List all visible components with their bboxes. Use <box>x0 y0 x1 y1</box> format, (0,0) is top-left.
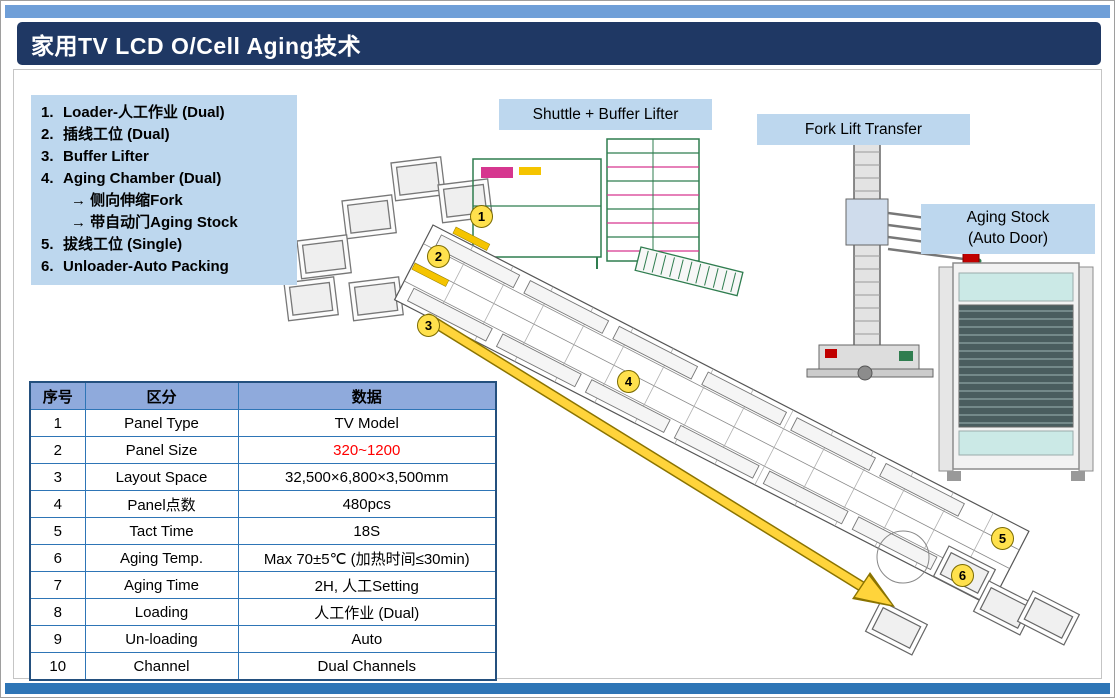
step-marker-1: 1 <box>470 205 493 228</box>
top-accent-strip <box>5 5 1110 18</box>
row-no: 1 <box>29 409 86 437</box>
bottom-accent-strip <box>5 683 1110 694</box>
step-marker-2: 2 <box>427 245 450 268</box>
row-category: Panel点数 <box>84 490 239 518</box>
row-no: 6 <box>29 544 86 572</box>
aging-stock-drawing <box>938 250 1094 481</box>
step-marker-6: 6 <box>951 564 974 587</box>
legend-item-label: 插线工位 (Dual) <box>63 126 170 144</box>
page-title: 家用TV LCD O/Cell Aging技术 <box>31 32 362 59</box>
header-no: 序号 <box>29 381 86 410</box>
legend-item-label: 拔线工位 (Single) <box>63 236 183 254</box>
header-value: 数据 <box>237 381 497 410</box>
row-value: TV Model <box>237 409 497 437</box>
row-category: Aging Time <box>84 571 239 599</box>
unloader-panel-drawings <box>864 545 1081 656</box>
shuttle-buffer-lifter-drawing <box>472 138 744 297</box>
row-value: 2H, 人工Setting <box>237 571 497 599</box>
row-category: Channel <box>84 652 239 681</box>
label-shuttle-buffer-lifter: Shuttle + Buffer Lifter <box>499 99 712 130</box>
row-category: Panel Type <box>84 409 239 437</box>
row-no: 10 <box>29 652 86 681</box>
row-value: 480pcs <box>237 490 497 518</box>
header-category: 区分 <box>84 381 239 410</box>
row-category: Panel Size <box>84 436 239 464</box>
row-category: Loading <box>84 598 239 626</box>
row-value: 人工作业 (Dual) <box>237 598 497 626</box>
flow-arrow <box>423 313 895 607</box>
row-value: Auto <box>237 625 497 653</box>
content-frame <box>13 69 1102 679</box>
label-fork-lift-transfer: Fork Lift Transfer <box>757 114 970 145</box>
legend-sub-item: → 带自动门Aging Stock <box>71 214 238 232</box>
legend-item: 3. Buffer Lifter <box>41 146 287 168</box>
row-no: 4 <box>29 490 86 518</box>
legend-item-number: 6. <box>41 258 54 276</box>
row-no: 9 <box>29 625 86 653</box>
label-aging-stock-line1: Aging Stock <box>966 209 1050 227</box>
row-value: 18S <box>237 517 497 545</box>
title-bar: 家用TV LCD O/Cell Aging技术 <box>17 22 1101 65</box>
legend-item-number: 1. <box>41 104 54 121</box>
legend-box: 1. Loader-人工作业 (Dual) 2. 插线工位 (Dual) 3. Buf… <box>31 95 297 286</box>
legend-item: 1. Loader-人工作业 (Dual) <box>41 102 287 124</box>
legend-item: 5. 拔线工位 (Single) <box>41 234 287 256</box>
legend-item-number: 5. <box>41 236 54 254</box>
row-no: 3 <box>29 463 86 491</box>
table-header-row: 序号 区分 数据 <box>29 381 497 410</box>
row-no: 7 <box>29 571 86 599</box>
row-value: Max 70±5℃ (加热时间≤30min) <box>237 544 497 572</box>
row-category: Layout Space <box>84 463 239 491</box>
row-category: Aging Temp. <box>84 544 239 572</box>
legend-item-number: 2. <box>41 126 54 144</box>
step-marker-3: 3 <box>417 314 440 337</box>
row-category: Un-loading <box>84 625 239 653</box>
label-aging-stock-line2: (Auto Door) <box>967 230 1049 247</box>
row-value: 32,500×6,800×3,500mm <box>237 463 497 491</box>
row-value: 320~1200 <box>237 436 497 464</box>
legend-item-label: Buffer Lifter <box>63 148 149 166</box>
row-no: 5 <box>29 517 86 545</box>
legend-item-label: Unloader-Auto Packing <box>63 258 229 276</box>
label-aging-stock: Aging Stock (Auto Door) <box>921 204 1095 254</box>
legend-item-label: Aging Chamber (Dual) <box>63 170 222 188</box>
legend-item-number: 4. <box>41 170 54 188</box>
aging-line-layout-drawing <box>393 224 1030 607</box>
row-no: 2 <box>29 436 86 464</box>
legend-item: 4. Aging Chamber (Dual) <box>41 168 287 190</box>
row-category: Tact Time <box>84 517 239 545</box>
row-no: 8 <box>29 598 86 626</box>
row-value: Dual Channels <box>237 652 497 681</box>
legend-item-label: Loader-人工作业 (Dual) <box>63 104 225 121</box>
step-marker-5: 5 <box>991 527 1014 550</box>
legend-sub-item: → 侧向伸缩Fork <box>71 192 183 210</box>
step-marker-4: 4 <box>617 370 640 393</box>
legend-item-number: 3. <box>41 148 54 166</box>
legend-item: 6. Unloader-Auto Packing <box>41 256 287 278</box>
legend-item: 2. 插线工位 (Dual) <box>41 124 287 146</box>
